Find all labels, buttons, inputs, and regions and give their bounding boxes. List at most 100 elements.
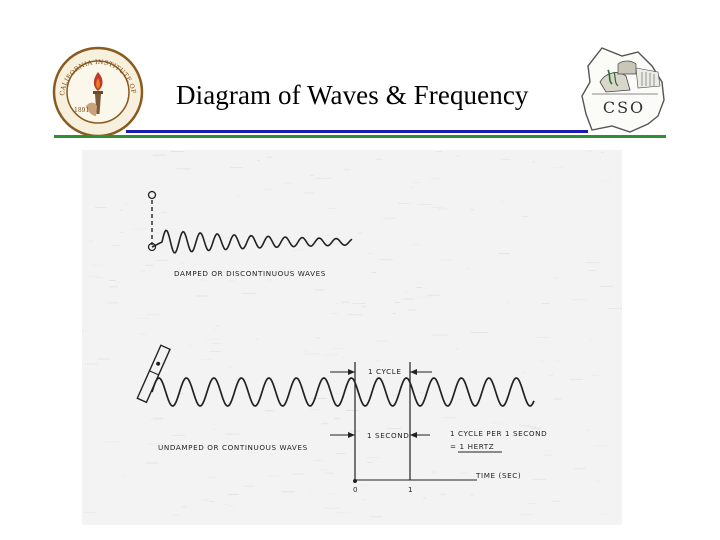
scan-speckle (89, 240, 93, 242)
scan-speckle (455, 348, 459, 350)
frequency-label-line-1: 1 CYCLE PER 1 SECOND (450, 429, 547, 438)
scan-speckle (455, 155, 460, 157)
title-underline-rule (126, 130, 588, 133)
scan-speckle (247, 452, 256, 454)
scan-speckle (495, 406, 501, 408)
scan-speckle (264, 383, 269, 385)
scan-speckle (325, 235, 331, 236)
scan-speckle (417, 204, 432, 205)
scan-speckle (104, 441, 121, 443)
scan-speckle (257, 160, 260, 161)
seal-year: 1891 (74, 107, 89, 114)
scan-speckle (283, 183, 293, 185)
scan-speckle (430, 178, 440, 180)
scan-speckle (109, 286, 118, 288)
scan-speckle (148, 443, 163, 445)
time-tick-zero: 0 (353, 485, 358, 494)
scan-speckle (440, 493, 446, 495)
scan-speckle (361, 306, 366, 307)
scan-speckle (600, 151, 605, 153)
scan-speckle (230, 167, 243, 168)
scan-speckle (394, 302, 401, 303)
scan-speckle (432, 471, 438, 473)
scan-speckle (262, 188, 274, 190)
scan-speckle (225, 433, 240, 435)
scan-speckle (382, 217, 396, 219)
scan-speckle (181, 506, 188, 508)
scan-speckle (331, 348, 344, 349)
scan-speckle (88, 275, 100, 277)
scan-speckle (338, 242, 347, 244)
scan-speckle (432, 334, 448, 336)
scan-speckle (170, 151, 185, 152)
scan-speckle (292, 255, 295, 256)
scan-speckle (282, 491, 295, 493)
scan-speckle (226, 505, 235, 507)
scan-speckle (544, 454, 552, 456)
scan-speckle (366, 253, 374, 254)
scan-speckle (309, 174, 314, 176)
scan-speckle (119, 209, 123, 211)
scan-speckle (548, 374, 553, 376)
damped-waves-label: DAMPED OR DISCONTINUOUS WAVES (174, 269, 326, 278)
scan-speckle (304, 192, 315, 194)
scan-speckle (145, 462, 159, 464)
scan-speckle (392, 313, 396, 314)
scan-speckle (507, 302, 511, 304)
scan-speckle (97, 358, 110, 360)
scan-speckle (153, 417, 164, 419)
scan-speckle (316, 337, 320, 339)
scan-speckle (204, 338, 221, 340)
scan-speckle (498, 253, 510, 254)
scan-speckle (423, 497, 427, 499)
scan-speckle (293, 250, 304, 251)
scan-speckle (524, 426, 537, 428)
scan-speckle (172, 434, 186, 436)
scan-speckle (316, 353, 319, 355)
scan-speckle (265, 410, 275, 412)
scan-speckle (323, 354, 339, 356)
scan-speckle (146, 314, 162, 316)
scan-speckle (136, 317, 150, 319)
scan-speckle (82, 330, 91, 332)
scan-speckle (208, 477, 218, 478)
scan-speckle (84, 512, 95, 513)
scan-speckle (470, 494, 474, 496)
scan-speckle (431, 207, 443, 208)
scan-speckle (607, 308, 622, 309)
scan-speckle (597, 180, 611, 182)
scan-speckle (145, 264, 154, 266)
scan-speckle (436, 151, 442, 152)
scan-speckle (376, 359, 381, 361)
scan-speckle (594, 445, 609, 447)
scan-speckle (600, 285, 613, 287)
scan-speckle (112, 245, 122, 246)
scan-speckle (585, 262, 600, 264)
scan-speckle (522, 372, 525, 374)
scan-speckle (202, 359, 213, 361)
damped-bottom-node (147, 242, 157, 252)
time-axis-label: TIME (SEC) (475, 471, 521, 480)
scan-speckle (335, 453, 346, 455)
scan-speckle (535, 336, 550, 338)
scan-speckle (472, 332, 488, 333)
scan-speckle (309, 409, 322, 411)
scan-speckle (320, 469, 329, 471)
scan-speckle (325, 493, 337, 495)
scan-speckle (345, 410, 359, 411)
scan-speckle (552, 277, 559, 279)
scan-speckle (228, 494, 239, 495)
scan-speckle (160, 211, 167, 213)
scan-speckle (598, 215, 603, 217)
scan-speckle (551, 167, 563, 169)
scan-speckle (311, 398, 327, 399)
scan-speckle (370, 516, 382, 518)
scan-speckle (335, 303, 338, 305)
scan-speckle (354, 484, 370, 486)
scan-speckle (366, 462, 372, 463)
scan-speckle (149, 419, 164, 421)
scan-speckle (375, 158, 383, 160)
scan-speckle (501, 159, 511, 160)
scan-speckle (401, 298, 415, 300)
scan-speckle (94, 207, 107, 208)
